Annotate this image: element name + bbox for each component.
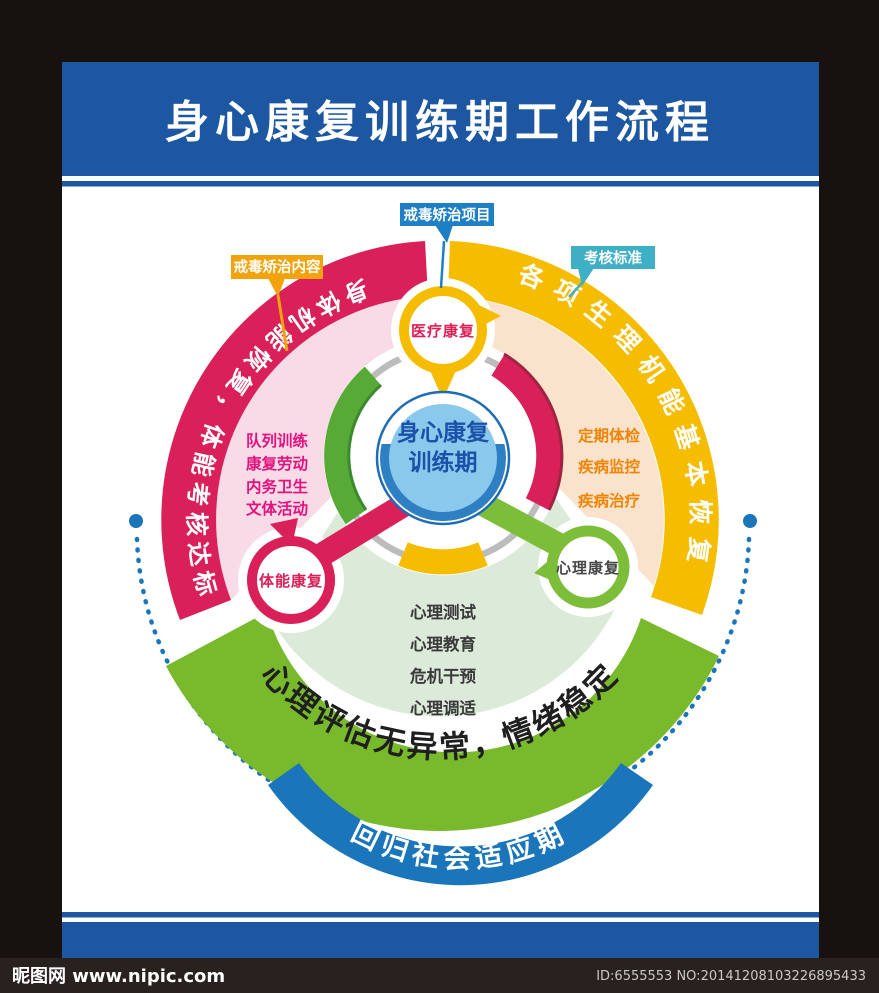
medical-node-label: 医疗康复 bbox=[411, 322, 475, 340]
medical-node bbox=[399, 286, 487, 374]
pale-pink-wedge bbox=[216, 298, 409, 600]
physical-node bbox=[247, 536, 335, 624]
list-item: 定期体检 bbox=[578, 426, 641, 445]
header-rule bbox=[62, 181, 819, 187]
callout-project-box bbox=[400, 203, 494, 226]
left-dot bbox=[129, 514, 143, 528]
middle-red-arc-edge bbox=[503, 352, 564, 511]
list-item: 队列训练 bbox=[246, 431, 309, 450]
list-item: 文体活动 bbox=[246, 499, 308, 518]
pale-green-bowl bbox=[270, 497, 622, 717]
callout-content: 戒毒矫治内容 bbox=[231, 255, 323, 352]
list-item: 心理测试 bbox=[410, 602, 477, 622]
psychological-items-list: 心理测试 心理教育 危机干预 心理调适 bbox=[409, 602, 477, 718]
callout-project-tail bbox=[435, 225, 453, 243]
middle-green-arc bbox=[324, 366, 382, 525]
list-item: 疾病监控 bbox=[578, 457, 641, 476]
callout-content-label: 戒毒矫治内容 bbox=[234, 258, 321, 276]
callout-project-label: 戒毒矫治项目 bbox=[404, 206, 491, 224]
header-bar bbox=[62, 62, 819, 176]
middle-yellow-arc bbox=[398, 542, 488, 575]
callout-standard-line bbox=[568, 282, 583, 298]
pale-orange-wedge bbox=[467, 298, 664, 586]
physical-node-label: 体能康复 bbox=[259, 572, 323, 590]
callout-content-tail bbox=[268, 278, 285, 297]
list-item: 危机干预 bbox=[409, 666, 477, 686]
blue-return-arc bbox=[268, 763, 653, 886]
psychological-node-label: 心理康复 bbox=[556, 559, 620, 577]
hub-title-line1: 身心康复 bbox=[397, 419, 490, 446]
hub-title-line2: 训练期 bbox=[409, 449, 478, 476]
list-item: 康复劳动 bbox=[246, 454, 308, 473]
footer-site-watermark: 昵图网 www.nipic.com bbox=[12, 966, 225, 987]
callout-project-line bbox=[439, 240, 446, 289]
bottom-rule bbox=[62, 912, 819, 918]
callout-project: 戒毒矫治项目 bbox=[400, 203, 494, 289]
middle-green-arc-edge bbox=[347, 383, 382, 511]
psychological-node bbox=[546, 525, 630, 609]
callout-standard-box bbox=[571, 246, 655, 269]
physical-items-list: 队列训练 康复劳动 内务卫生 文体活动 bbox=[246, 431, 309, 518]
hub-circle bbox=[389, 404, 497, 512]
callout-standard-tail bbox=[578, 268, 594, 286]
medical-items-list: 定期体检 疾病监控 疾病治疗 bbox=[578, 426, 641, 510]
callout-content-line bbox=[276, 294, 289, 352]
bottom-bar bbox=[62, 922, 819, 958]
list-item: 心理调适 bbox=[410, 699, 477, 718]
right-dot bbox=[743, 514, 757, 528]
red-outer-segment bbox=[161, 241, 428, 620]
yellow-outer-segment bbox=[448, 241, 719, 615]
list-item: 疾病治疗 bbox=[578, 491, 641, 510]
middle-red-arc bbox=[491, 354, 562, 510]
list-item: 内务卫生 bbox=[246, 477, 309, 496]
callout-standard-label: 考核标准 bbox=[584, 249, 642, 267]
callout-standard: 考核标准 bbox=[568, 246, 655, 298]
footer-meta-text: ID:6555553 NO:20141208103226895433 bbox=[596, 969, 866, 984]
list-item: 心理教育 bbox=[410, 634, 476, 654]
page-title: 身心康复训练期工作流程 bbox=[165, 97, 715, 148]
callout-content-box bbox=[231, 255, 323, 279]
dotted-arc-right bbox=[602, 536, 752, 791]
footer-bar bbox=[0, 958, 879, 993]
